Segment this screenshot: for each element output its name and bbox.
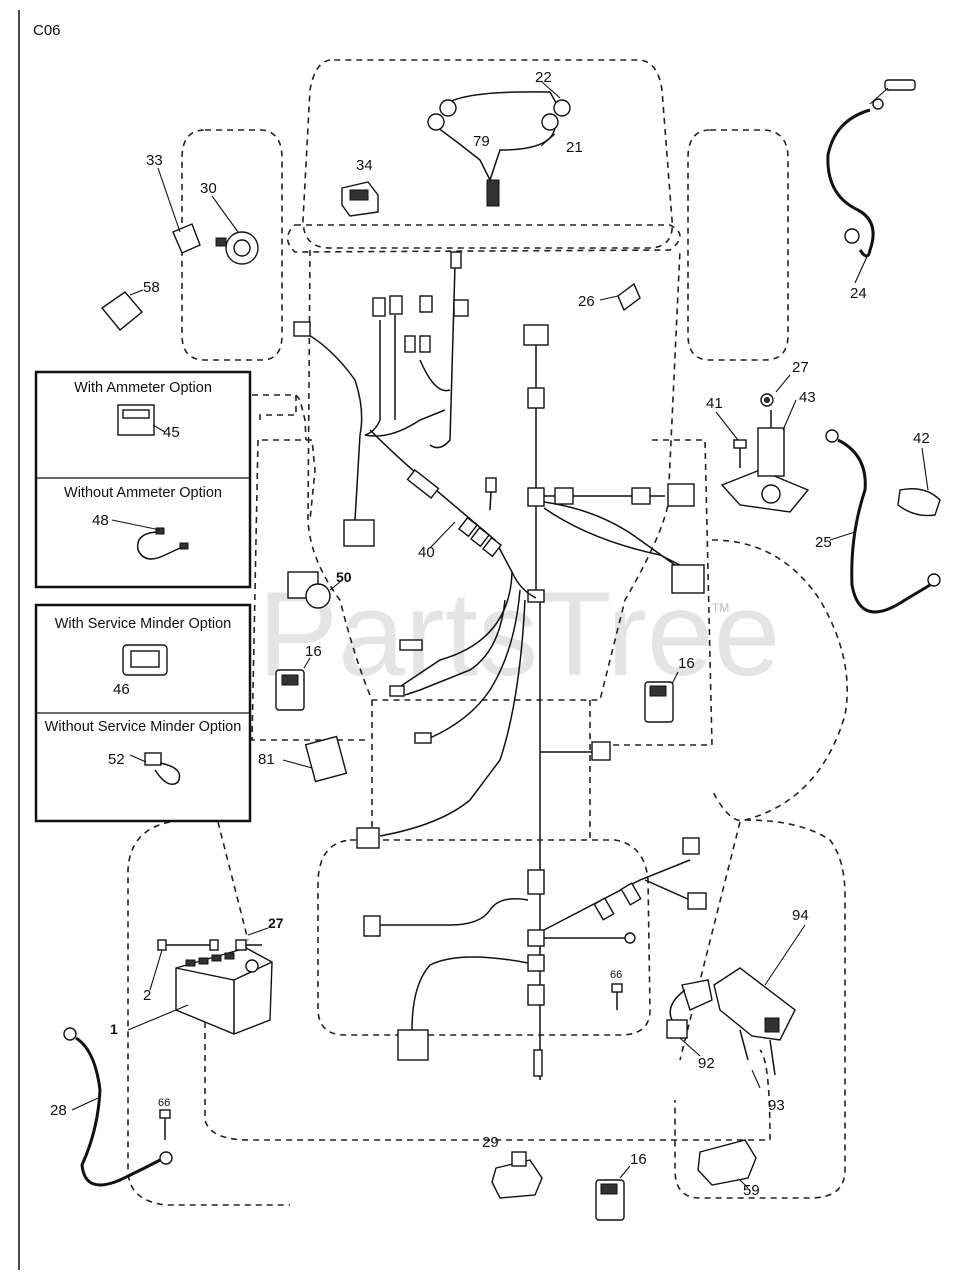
ignition-key-part-33 [157, 167, 201, 254]
headlight-harness-part-21 [427, 81, 571, 207]
service-minder-option-box: With Service Minder Option 46 Without Se… [34, 603, 252, 823]
callout-26: 26 [578, 293, 595, 310]
callout-92: 92 [698, 1055, 715, 1072]
callout-25: 25 [815, 534, 832, 551]
ammeter-part-45 [117, 404, 166, 436]
module-part-29 [491, 1151, 543, 1199]
callout-81: 81 [258, 751, 275, 768]
screw-part-66-left [159, 1109, 171, 1140]
bolt-part-2 [149, 939, 219, 991]
callout-45: 45 [163, 424, 180, 441]
callout-58: 58 [143, 279, 160, 296]
callout-16-right: 16 [678, 655, 695, 672]
callout-27-top: 27 [792, 359, 809, 376]
connector-part-92 [666, 979, 713, 1057]
callout-59: 59 [743, 1182, 760, 1199]
callout-27-battery: 27 [268, 915, 284, 931]
jumper-wire-part-48 [111, 519, 189, 560]
callout-79: 79 [473, 133, 490, 150]
key-part-58 [100, 289, 144, 331]
switch-assembly-part-94 [713, 924, 806, 1041]
callout-16-bottom: 16 [630, 1151, 647, 1168]
callout-42: 42 [913, 430, 930, 447]
callout-29: 29 [482, 1134, 499, 1151]
callout-33: 33 [146, 152, 163, 169]
terminal-boot-part-42 [897, 447, 941, 517]
relay-part-81 [282, 735, 348, 783]
module-part-59 [697, 1139, 757, 1189]
nut-part-27-battery [235, 927, 269, 951]
callout-40: 40 [418, 544, 435, 561]
without-service-minder-label: Without Service Minder Option [45, 719, 242, 735]
callout-66-left: 66 [158, 1097, 170, 1109]
callout-66-right: 66 [610, 969, 622, 981]
callout-1: 1 [110, 1021, 118, 1037]
callout-94: 94 [792, 907, 809, 924]
bolt-part-41 [715, 411, 747, 468]
without-ammeter-label: Without Ammeter Option [64, 485, 222, 501]
callout-34: 34 [356, 157, 373, 174]
screw-part-93 [739, 1029, 776, 1089]
watermark-tm: TM [712, 601, 729, 615]
switch-part-50 [287, 571, 341, 609]
callout-28: 28 [50, 1102, 67, 1119]
with-ammeter-label: With Ammeter Option [74, 380, 212, 396]
main-wire-harness-part-40 [293, 251, 707, 1080]
callout-2: 2 [143, 987, 151, 1004]
relay-part-16-right [644, 671, 679, 723]
battery-cable-part-25 [825, 429, 941, 614]
battery-cable-part-24 [826, 79, 916, 284]
callout-46: 46 [113, 681, 130, 698]
callout-24: 24 [850, 285, 867, 302]
solenoid-part-43 [720, 399, 810, 513]
fuse-part-26 [599, 282, 641, 312]
callout-93: 93 [768, 1097, 785, 1114]
callout-50: 50 [336, 569, 352, 585]
zone-outlines [127, 59, 848, 1206]
screw-part-66-right [611, 983, 623, 1010]
callout-30: 30 [200, 180, 217, 197]
service-minder-part-46 [122, 644, 168, 676]
jumper-part-52 [129, 752, 181, 785]
relay-part-16-bottom [595, 1165, 631, 1221]
callout-48: 48 [92, 512, 109, 529]
ignition-switch-part-30 [211, 195, 259, 265]
ammeter-option-box: With Ammeter Option 45 Without Ammeter O… [34, 370, 252, 589]
callout-52: 52 [108, 751, 125, 768]
nut-part-27 [760, 374, 791, 407]
battery-cable-part-28 [63, 1027, 173, 1187]
callout-16-left: 16 [305, 643, 322, 660]
callout-41: 41 [706, 395, 723, 412]
with-service-minder-label: With Service Minder Option [55, 616, 231, 632]
callout-22: 22 [535, 69, 552, 86]
rocker-switch-part-34 [341, 181, 379, 217]
callout-43: 43 [799, 389, 816, 406]
page-code: C06 [33, 22, 61, 39]
relay-part-16-left [275, 657, 311, 711]
callout-21: 21 [566, 139, 583, 156]
